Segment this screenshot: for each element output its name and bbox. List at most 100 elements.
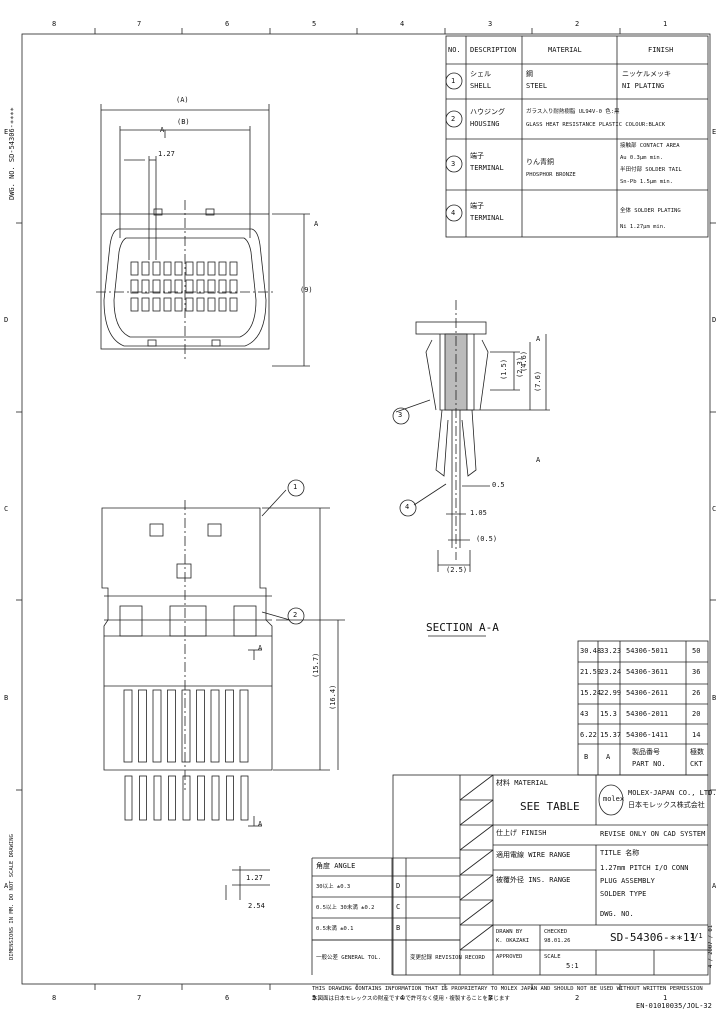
dim-sec-h: (2.5): [446, 566, 468, 574]
parts-row-1-desc-jp: シェル: [470, 70, 491, 78]
size-table-cell-b: 33.23: [600, 647, 622, 655]
terminal-upper: [181, 689, 191, 763]
molex-logo: molex: [603, 795, 625, 803]
cut-marker-sec-mid: A: [536, 456, 541, 464]
contact-slot: [185, 261, 194, 276]
cut-marker-sec-top: A: [536, 335, 541, 343]
parts-row-4-desc-jp: 端子: [470, 202, 484, 210]
cut-marker-top: A: [160, 126, 165, 134]
contact-slot: [130, 297, 139, 312]
section-a-a: [395, 300, 550, 637]
size-table-cell-part: 54306-5011: [626, 647, 669, 655]
parts-row-3-no: 3: [451, 160, 456, 168]
terminal-upper: [123, 689, 133, 763]
parts-table-grid: [445, 35, 709, 238]
parts-header-description: DESCRIPTION: [470, 46, 517, 54]
terminal-tail: [139, 775, 147, 821]
size-header-b: B: [584, 753, 589, 761]
top-view-dims: [100, 104, 310, 367]
callout-1: 1: [293, 483, 298, 491]
contact-slot: [229, 297, 238, 312]
dim-sec-f: 1.05: [470, 509, 487, 517]
rev-row-b: B: [396, 924, 401, 932]
zone-right-e: E: [712, 128, 717, 136]
contact-slot: [207, 279, 216, 294]
top-view-contacts: [130, 261, 238, 312]
terminal-tail: [168, 775, 176, 821]
company-en: MOLEX-JAPAN CO., LTD.: [628, 789, 717, 797]
footer-note-jp: 本図面は日本モレックスの財産ですので許可なく使用・複製することを禁じます: [312, 996, 510, 1002]
parts-row-1-desc-en: SHELL: [470, 82, 492, 90]
callout-2: 2: [293, 611, 298, 619]
size-table-cell-a: 21.59: [580, 668, 602, 676]
size-table-cell-part: 54306-2611: [626, 689, 669, 697]
zone-right-d: D: [712, 316, 717, 324]
parts-row-3-material-en: PHOSPHOR BRONZE: [526, 172, 576, 178]
parts-row-3-finish-4: Sn-Pb 1.5μm min.: [620, 179, 673, 185]
footer-form-number: EN-01010035/JOL-32: [636, 1002, 712, 1010]
zone-left-a: A: [4, 882, 9, 890]
contact-slot: [207, 261, 216, 276]
cut-marker-front-bottom: A: [258, 820, 263, 828]
parts-header-finish: FINISH: [648, 46, 674, 54]
title-label: TITLE 名称: [600, 849, 640, 857]
terminal-upper: [196, 689, 205, 763]
zone-bottom-8: 8: [52, 994, 57, 1002]
contact-slot: [141, 279, 150, 294]
title-line-3: SOLDER TYPE: [600, 890, 647, 898]
size-header-ckt-jp: 極数: [690, 748, 704, 756]
dim-top-b: (B): [177, 118, 190, 126]
dim-sec-g: (0.5): [476, 535, 498, 543]
size-table-cell-a: 15.24: [580, 689, 602, 697]
date: 98.01.26: [544, 938, 571, 944]
contact-slot: [130, 279, 139, 294]
zone-top-3: 3: [488, 20, 493, 28]
contact-slot: [130, 261, 139, 276]
terminal-tail: [240, 775, 249, 821]
size-table-cell-b: 15.3: [600, 710, 617, 718]
zone-top-7: 7: [137, 20, 142, 28]
zone-right-c: C: [712, 505, 717, 513]
zone-left-e: E: [4, 128, 9, 136]
checked-label: CHECKED: [544, 929, 568, 935]
parts-row-3-finish-3: 半田付部 SOLDER TAIL: [620, 167, 682, 173]
zone-left-b: B: [4, 694, 9, 702]
terminal-tail: [124, 775, 133, 821]
terminal-upper: [167, 689, 176, 763]
contact-slot: [152, 297, 161, 312]
cut-marker-top-right: A: [314, 220, 319, 228]
footer-note-en: THIS DRAWING CONTAINS INFORMATION THAT I…: [312, 986, 703, 992]
approved-label: APPROVED: [496, 954, 523, 960]
contact-slot: [207, 297, 216, 312]
dim-top-a: (A): [176, 96, 189, 104]
parts-row-2-material-en: GLASS HEAT RESISTANCE PLASTIC COLOUR:BLA…: [526, 122, 666, 128]
dwg-label: DWG. NO.: [600, 910, 634, 918]
size-table-cell-part: 54306-1411: [626, 731, 669, 739]
ins-range-label: 被覆外径 INS. RANGE: [496, 876, 571, 884]
size-table-cell-ckt: 36: [692, 668, 701, 676]
size-table-cell-ckt: 26: [692, 689, 701, 697]
dim-height: (9): [300, 286, 313, 294]
dim-sec-a: (1.5): [500, 358, 508, 380]
terminal-tail: [153, 775, 162, 821]
parts-row-1-material-en: STEEL: [526, 82, 548, 90]
contact-slot: [185, 297, 194, 312]
wire-range-label: 適用電線 WIRE RANGE: [496, 851, 571, 859]
parts-header-material: MATERIAL: [548, 46, 582, 54]
material-value: SEE TABLE: [520, 800, 580, 813]
size-header-part-en: PART NO.: [632, 760, 666, 768]
parts-row-4-finish-1: 全体 SOLDER PLATING: [620, 208, 681, 214]
zone-top-2: 2: [575, 20, 580, 28]
parts-row-3-material-jp: りん青銅: [526, 158, 554, 166]
contact-slot: [218, 297, 227, 312]
size-table-cell-ckt: 50: [692, 647, 701, 655]
finish-label: 仕上げ FINISH: [496, 829, 547, 837]
size-table-cell-b: 23.24: [600, 668, 622, 676]
section-title: SECTION A-A: [426, 621, 499, 634]
zone-right-b: B: [712, 694, 717, 702]
terminal-tail: [197, 775, 205, 821]
contact-slot: [229, 279, 238, 294]
contact-slot: [141, 297, 150, 312]
